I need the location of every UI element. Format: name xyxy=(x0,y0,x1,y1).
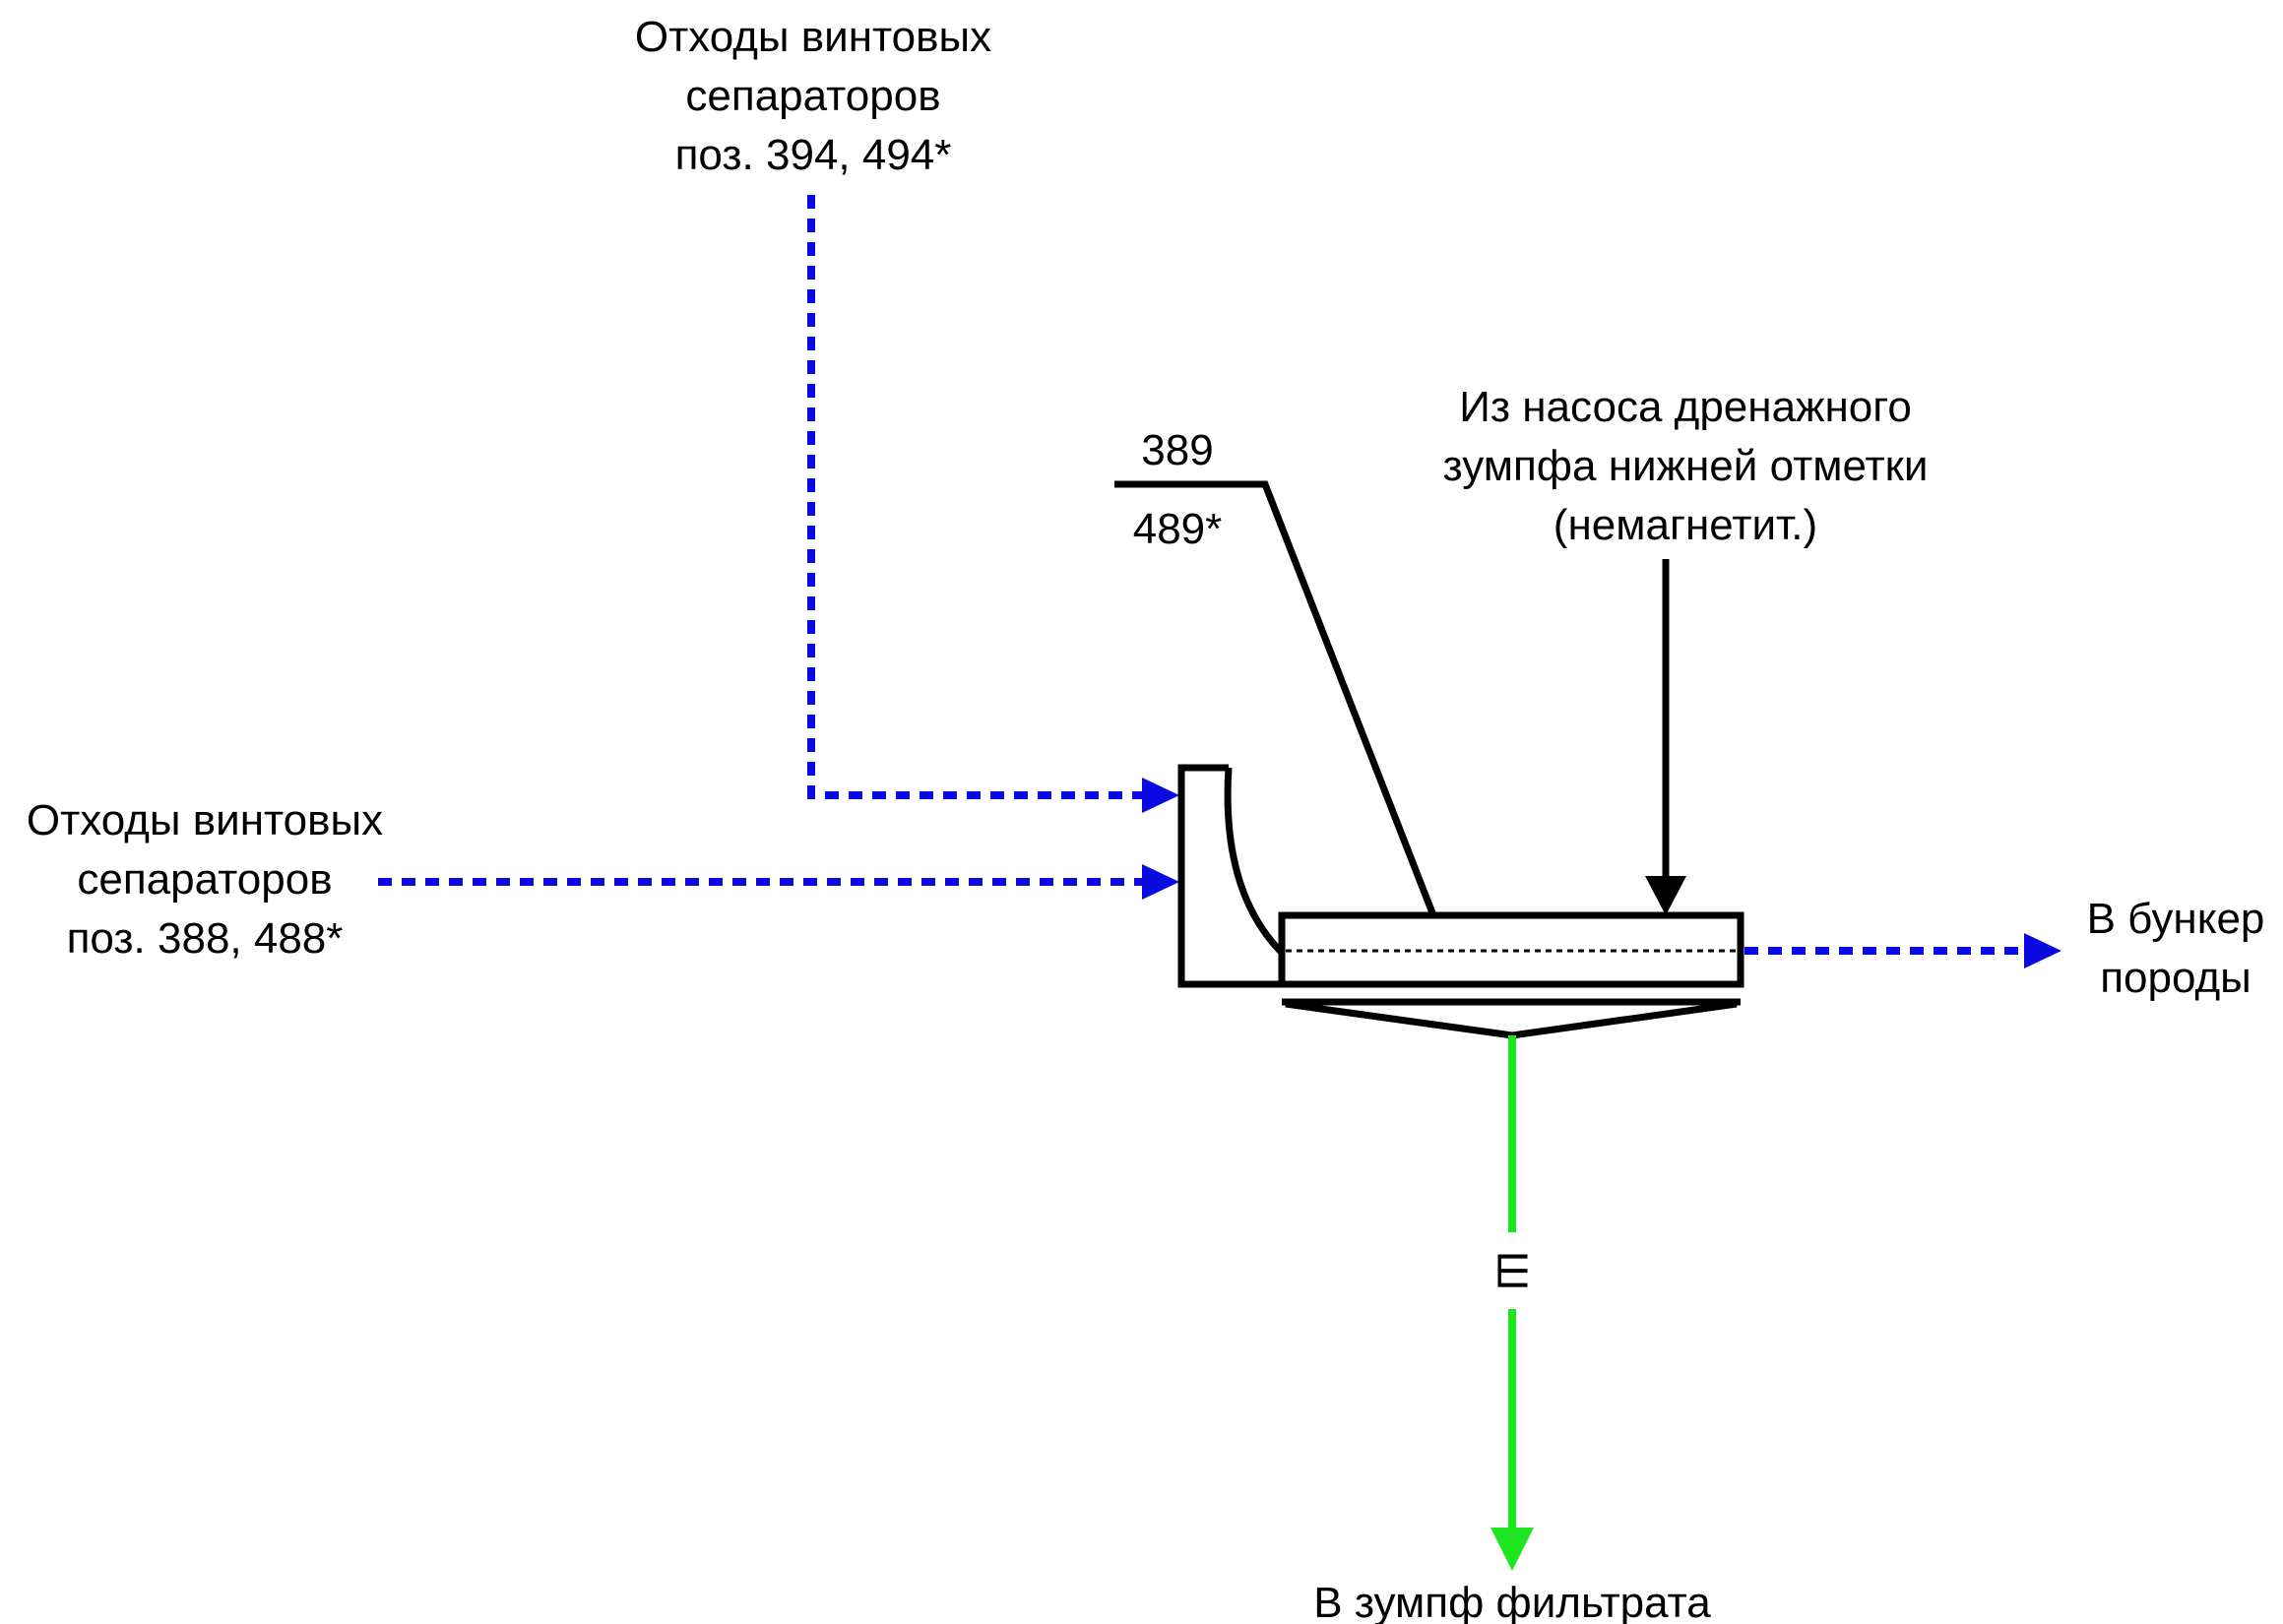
feed-box-outline xyxy=(1177,764,1282,988)
screen-body xyxy=(1278,911,1744,988)
drain-inflow-label-line3: (немагнетит.) xyxy=(1554,501,1817,549)
equipment-callout-leader xyxy=(1114,480,1451,953)
top-inflow-stream xyxy=(807,195,1142,799)
right-outflow-arrowhead xyxy=(2024,933,2061,968)
top-inflow-arrowhead xyxy=(1142,778,1179,813)
drain-inflow-arrowhead xyxy=(1645,876,1686,915)
left-inflow-label-line3: поз. 388, 488* xyxy=(67,914,344,963)
hopper-sides xyxy=(1285,1000,1738,1039)
bottom-outflow-label: В зумпф фильтрата xyxy=(1313,1579,1711,1624)
filtrate-arrowhead xyxy=(1490,1528,1534,1571)
drain-inflow-label-line1: Из насоса дренажного xyxy=(1459,383,1912,431)
feed-box-curve xyxy=(1224,767,1285,956)
equipment-number: 389 xyxy=(1141,426,1213,474)
equipment-number-alt: 489* xyxy=(1133,505,1223,553)
top-inflow-label-line1: Отходы винтовых xyxy=(635,13,991,61)
stream-marker: Ш xyxy=(1489,1251,1537,1290)
left-inflow-label-line2: сепараторов xyxy=(77,855,332,904)
top-inflow-label-line2: сепараторов xyxy=(685,72,940,120)
right-outflow-label-line2: породы xyxy=(2100,954,2251,1002)
right-outflow-label-line1: В бункер xyxy=(2087,895,2265,943)
left-inflow-label-line1: Отходы винтовых xyxy=(27,796,383,844)
left-inflow-arrowhead xyxy=(1142,864,1179,900)
top-inflow-label-line3: поз. 394, 494* xyxy=(675,131,952,179)
drain-inflow-label-line2: зумпфа нижней отметки xyxy=(1443,442,1929,490)
